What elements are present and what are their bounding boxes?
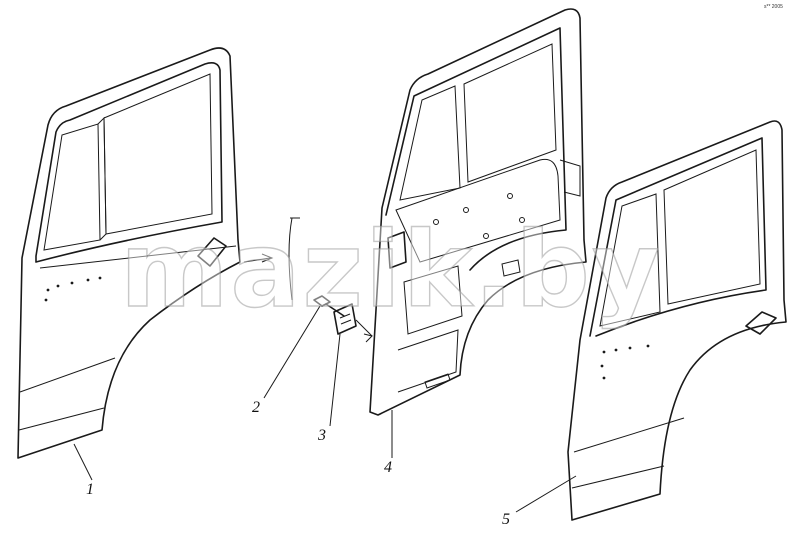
callout-2: 2 (252, 399, 260, 416)
leader-5 (515, 475, 577, 513)
watermark: mazik.by (120, 209, 662, 331)
callout-5: 5 (502, 511, 510, 528)
corner-mark: s** 2005 (764, 4, 783, 10)
leader-1 (73, 443, 93, 481)
door-hinge (333, 303, 373, 343)
leader-3 (329, 333, 341, 427)
leader-2 (263, 305, 321, 399)
callout-3: 3 (317, 427, 326, 444)
callout-1: 1 (86, 481, 94, 498)
fastener-bolt (243, 217, 345, 317)
inner-door-frame (369, 8, 587, 416)
right-door-panel (567, 120, 787, 521)
callout-4: 4 (384, 459, 392, 476)
left-door-panel (17, 47, 241, 459)
leader-lines (73, 305, 577, 513)
